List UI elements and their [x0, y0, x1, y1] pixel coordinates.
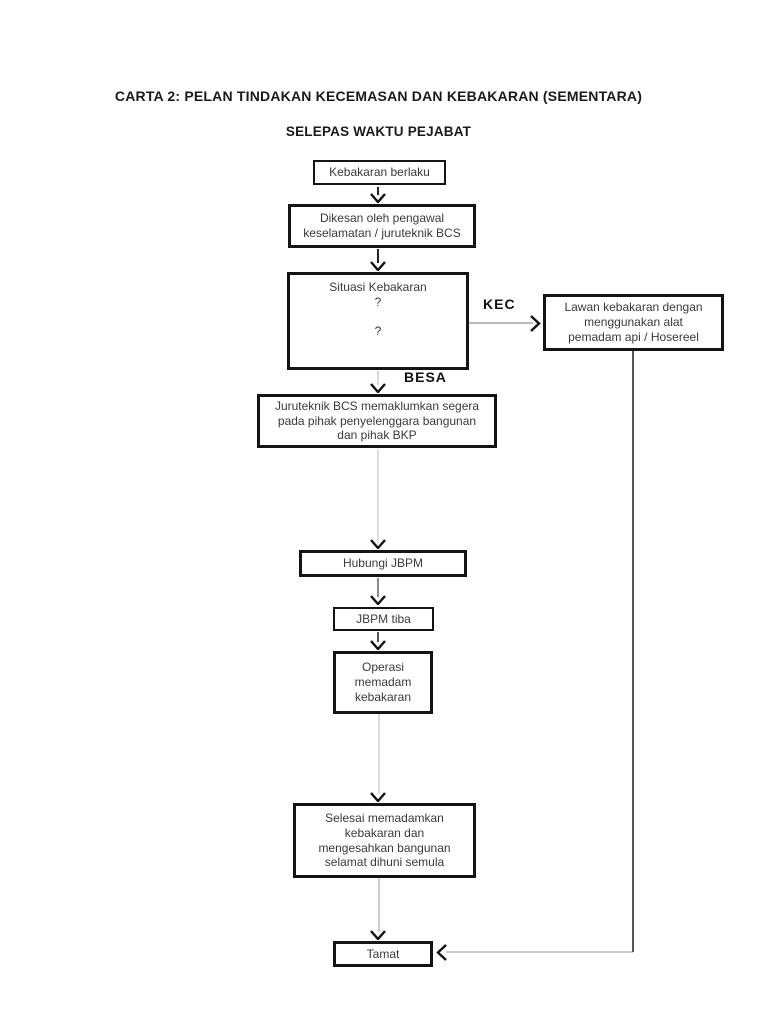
- chart-title: CARTA 2: PELAN TINDAKAN KECEMASAN DAN KE…: [114, 88, 643, 104]
- connector-line: [377, 578, 379, 597]
- node-kebakaran-berlaku: Kebakaran berlaku: [313, 160, 446, 185]
- connector-line: [377, 632, 379, 642]
- arrow-left-icon: [436, 944, 447, 961]
- node-label: Tamat: [366, 946, 400, 961]
- arrow-down-icon: [370, 930, 386, 941]
- node-juruteknik-memaklumkan: Juruteknik BCS memaklumkan segera pada p…: [257, 394, 497, 448]
- connector-line-feedback: [446, 951, 633, 953]
- connector-line: [378, 714, 380, 794]
- node-operasi-memadam: Operasi memadam kebakaran: [333, 651, 433, 714]
- node-hubungi-jbpm: Hubungi JBPM: [299, 550, 467, 577]
- node-label: Hubungi JBPM: [342, 556, 424, 571]
- node-tamat: Tamat: [333, 941, 433, 967]
- edge-label-besa: BESA: [404, 369, 447, 385]
- arrow-down-icon: [370, 193, 386, 204]
- node-label: Dikesan oleh pengawal keselamatan / juru…: [303, 211, 461, 240]
- connector-line: [378, 878, 380, 932]
- node-label: Juruteknik BCS memaklumkan segera pada p…: [274, 398, 480, 443]
- node-label: Lawan kebakaran dengan menggunakan alat …: [564, 300, 703, 344]
- connector-line: [377, 449, 379, 541]
- connector-line-kec: [469, 322, 533, 324]
- connector-line: [377, 249, 379, 263]
- arrow-down-icon: [370, 261, 386, 272]
- node-situasi-kebakaran: Situasi Kebakaran ? ?: [287, 272, 469, 370]
- node-label: Situasi Kebakaran: [329, 280, 427, 294]
- question-mark: ?: [374, 294, 382, 309]
- connector-line: [377, 187, 379, 195]
- node-selesai-memadamkan: Selesai memadamkan kebakaran dan mengesa…: [293, 803, 476, 878]
- arrow-down-icon: [370, 539, 386, 550]
- node-label: Kebakaran berlaku: [329, 165, 430, 180]
- node-label: JBPM tiba: [356, 611, 411, 626]
- node-label: Operasi memadam kebakaran: [354, 660, 412, 704]
- node-dikesan-pengawal: Dikesan oleh pengawal keselamatan / juru…: [288, 204, 476, 248]
- connector-line-feedback: [632, 351, 634, 952]
- edge-label-kec: KEC: [483, 296, 516, 312]
- node-lawan-kebakaran: Lawan kebakaran dengan menggunakan alat …: [543, 294, 724, 351]
- arrow-right-icon: [530, 315, 541, 332]
- arrow-down-icon: [370, 792, 386, 803]
- connector-line: [377, 371, 379, 385]
- arrow-down-icon: [370, 595, 386, 606]
- node-label: Selesai memadamkan kebakaran dan mengesa…: [318, 810, 451, 870]
- chart-subtitle: SELEPAS WAKTU PEJABAT: [285, 124, 472, 139]
- arrow-down-icon: [370, 383, 386, 394]
- question-mark: ?: [374, 323, 382, 338]
- arrow-down-icon: [370, 640, 386, 651]
- node-jbpm-tiba: JBPM tiba: [333, 607, 434, 631]
